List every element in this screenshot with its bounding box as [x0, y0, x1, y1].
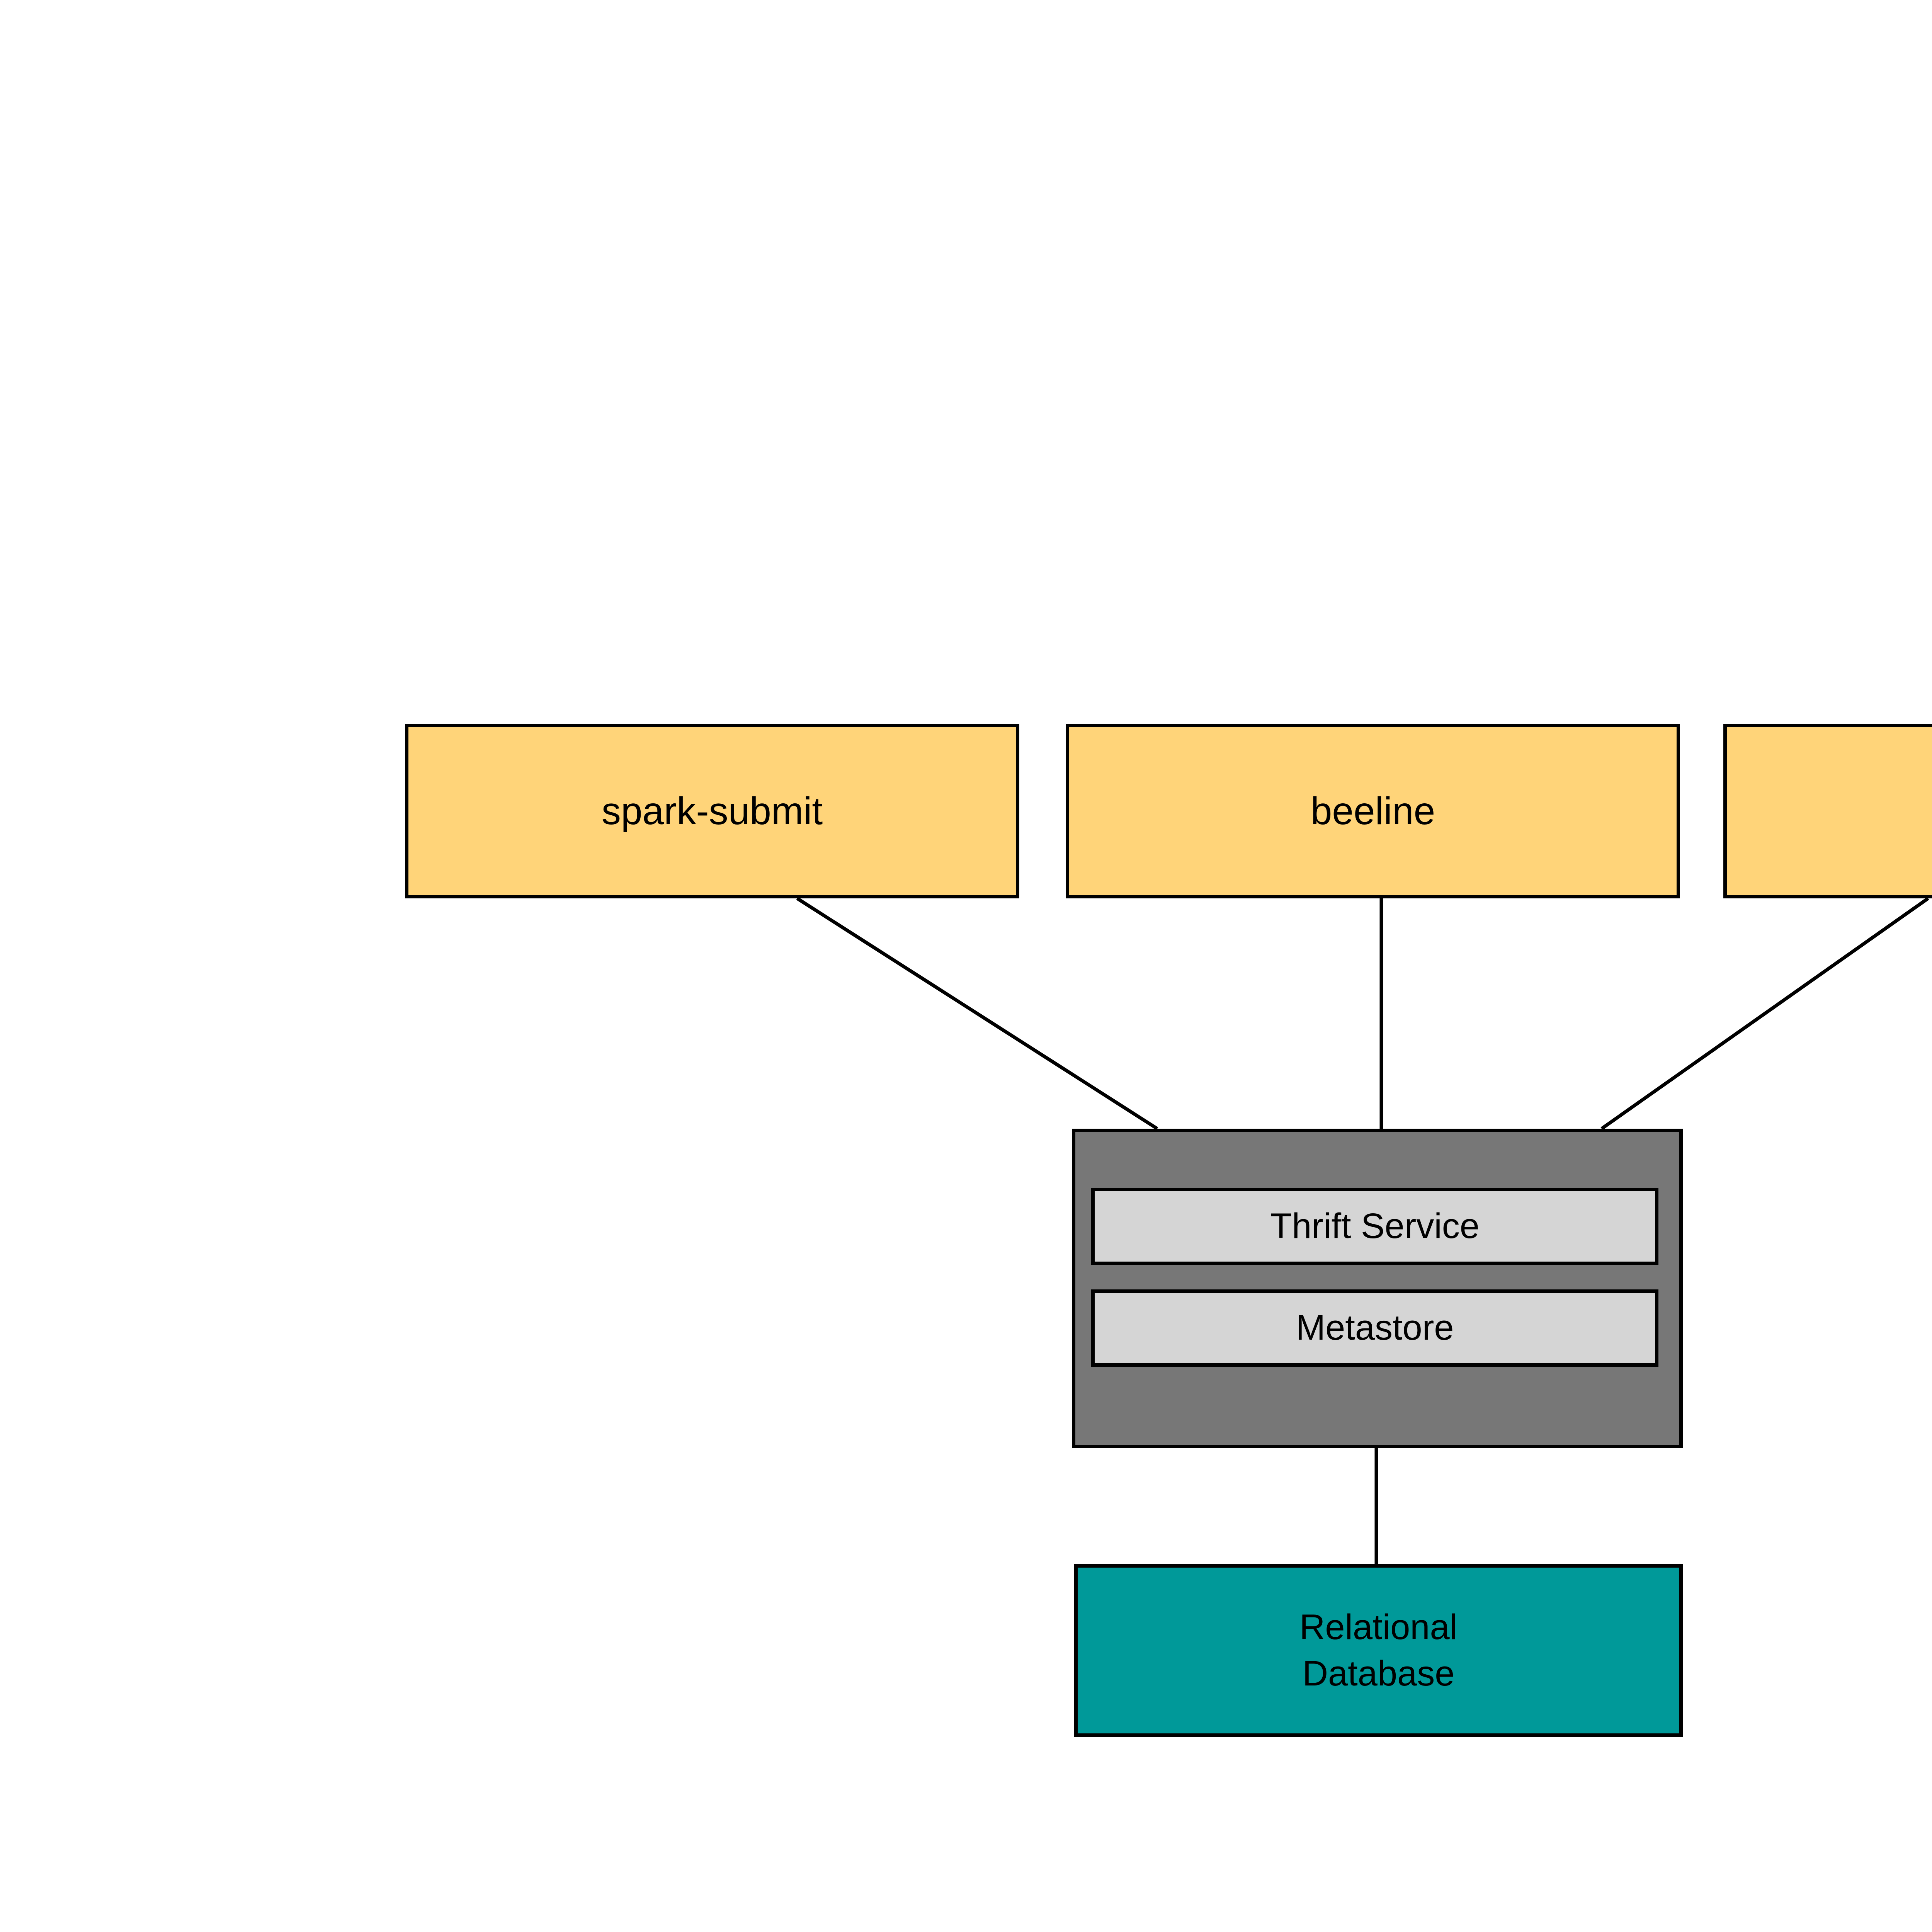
- node-hive-service[interactable]: Thrift Service Metastore: [1072, 1129, 1683, 1448]
- node-beeline-label: beeline: [1310, 789, 1435, 833]
- edge-spark-submit-to-hive-service: [796, 897, 1158, 1130]
- edge-presto-to-hive-service: [1600, 897, 1929, 1130]
- node-relational-database-label: Relational Database: [1299, 1607, 1458, 1693]
- node-presto[interactable]: presto: [1723, 724, 1932, 898]
- node-relational-database[interactable]: Relational Database: [1074, 1564, 1683, 1737]
- node-metastore[interactable]: Metastore: [1091, 1289, 1658, 1367]
- node-spark-submit[interactable]: spark-submit: [405, 724, 1019, 898]
- node-spark-submit-label: spark-submit: [601, 789, 823, 833]
- node-metastore-label: Metastore: [1296, 1308, 1454, 1348]
- node-beeline[interactable]: beeline: [1066, 724, 1680, 898]
- node-thrift-service[interactable]: Thrift Service: [1091, 1188, 1658, 1265]
- node-thrift-service-label: Thrift Service: [1270, 1206, 1480, 1246]
